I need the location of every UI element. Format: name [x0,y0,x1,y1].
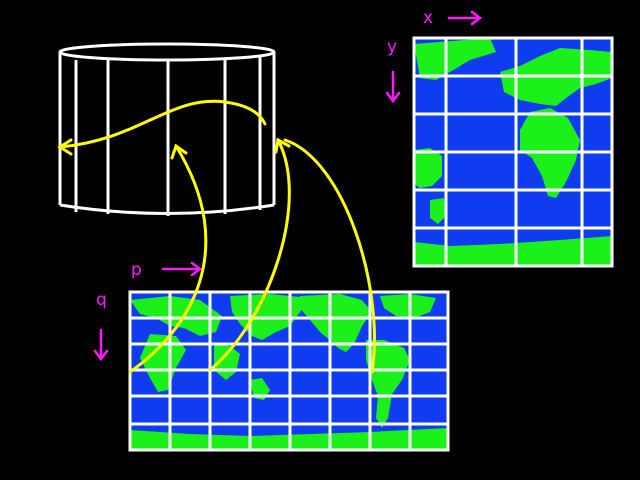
arrow-down-icon [385,70,401,104]
axis-label-q: q [96,290,107,310]
mapping-arrow-head [170,143,188,160]
mapping-arrow-head [57,138,73,156]
cylinder-wireframe [58,42,276,216]
world-map-top [412,36,614,268]
world-map-bottom [128,290,450,452]
mapping-arrows [57,99,376,374]
cylinder-top-rim [58,42,276,62]
arrow-right-icon [447,10,483,26]
mapping-arrow [283,138,376,374]
mapping-arrow [128,144,208,374]
axis-label-y: y [387,37,397,57]
mapping-arrow [208,138,291,372]
axis-label-x: x [423,8,433,28]
arrow-down-icon [93,328,109,362]
mapping-arrow [58,99,267,149]
map-top-grid [412,36,614,268]
mapping-arrow-head [274,137,291,154]
arrow-right-icon [161,261,203,277]
axis-annotations: x y p q [93,8,483,362]
axis-label-p: p [131,260,142,280]
